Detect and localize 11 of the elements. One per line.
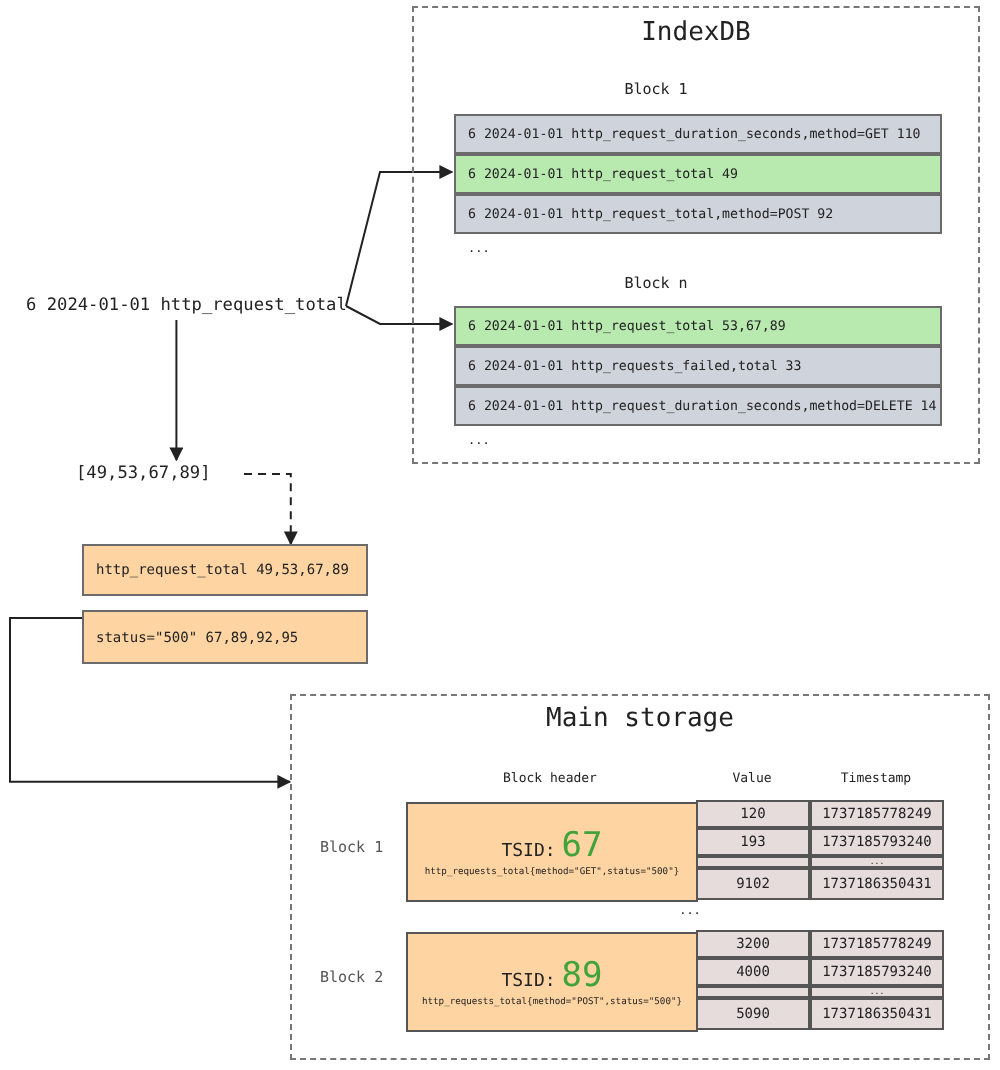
dashed-container — [412, 6, 980, 464]
arrow — [169, 319, 184, 462]
dashed-container — [290, 694, 990, 1060]
container-title: Main storage — [544, 704, 736, 734]
text: [49,53,67,89] — [76, 460, 244, 488]
arrow — [345, 305, 454, 331]
container-title: IndexDB — [639, 18, 753, 48]
text: 6 2024-01-01 http_request_total — [26, 292, 346, 320]
arrow — [243, 473, 298, 546]
arrow — [9, 617, 292, 789]
arrow — [345, 165, 454, 307]
